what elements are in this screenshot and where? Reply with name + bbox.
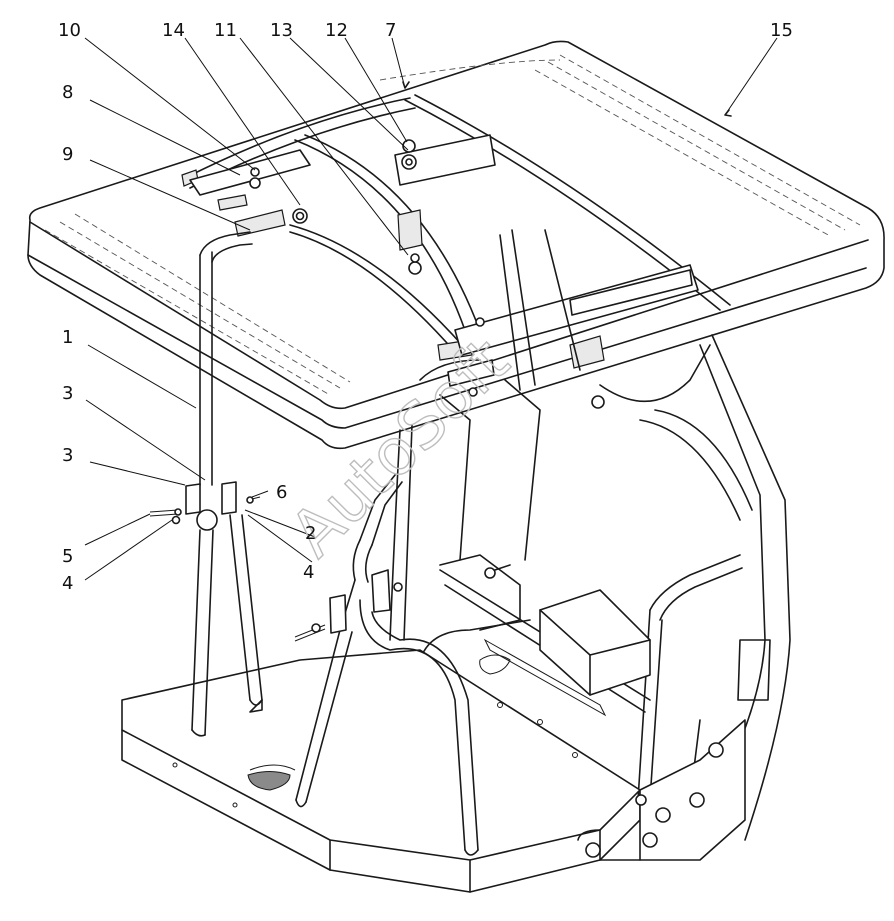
- left-rail-assembly: [149, 231, 263, 737]
- cab-frame: [389, 229, 791, 841]
- callout-6: 6: [276, 482, 287, 503]
- roof-fasteners: [249, 139, 605, 409]
- callout-labels: 10 14 11 13 12 7 15 8 9 1 3 3 6 5 2 4 4: [58, 20, 793, 594]
- callout-13: 13: [270, 20, 293, 41]
- callout-8: 8: [62, 82, 73, 103]
- callout-4-right: 4: [303, 562, 314, 583]
- roof-brackets: [189, 134, 699, 387]
- callout-4-left: 4: [62, 573, 73, 594]
- callout-14: 14: [162, 20, 185, 41]
- callout-12: 12: [325, 20, 348, 41]
- callout-2: 2: [305, 523, 316, 544]
- callout-9: 9: [62, 144, 73, 165]
- callout-10: 10: [58, 20, 81, 41]
- callout-3-upper: 3: [62, 383, 73, 404]
- front-rail-assembly: [294, 474, 479, 856]
- callout-1: 1: [62, 327, 73, 348]
- callout-7: 7: [385, 20, 396, 41]
- callout-5: 5: [62, 546, 73, 567]
- roof-canopy: [27, 40, 885, 450]
- leader-lines: [84, 37, 778, 581]
- callout-15: 15: [770, 20, 793, 41]
- callout-11: 11: [214, 20, 237, 41]
- callout-3-lower: 3: [62, 445, 73, 466]
